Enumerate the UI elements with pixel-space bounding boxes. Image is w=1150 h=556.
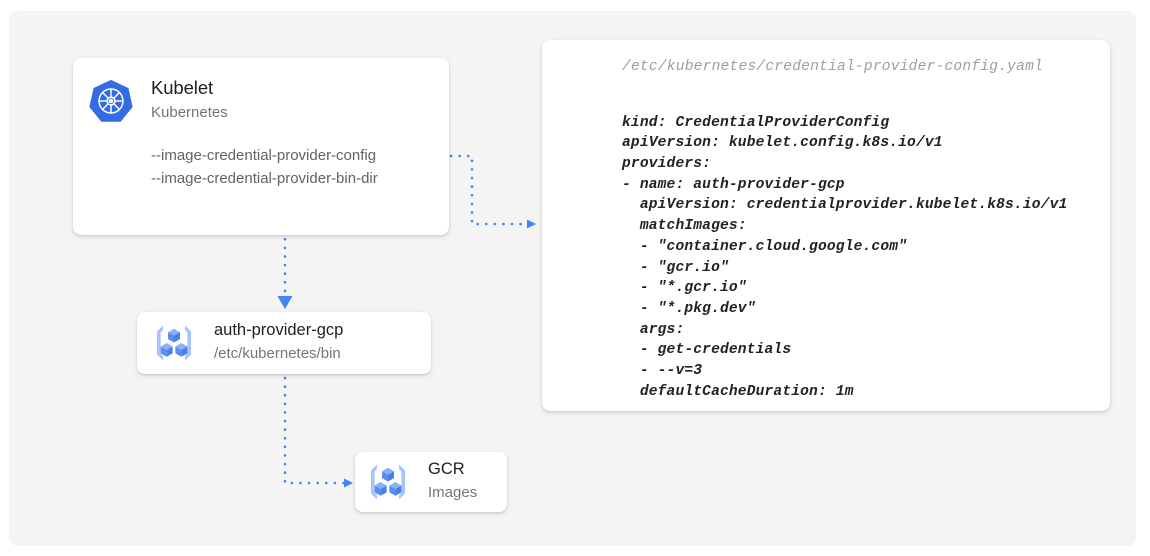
container-registry-icon [156, 325, 192, 361]
kubelet-subtitle: Kubernetes [151, 104, 228, 121]
config-file-content: kind: CredentialProviderConfig apiVersio… [622, 114, 1068, 400]
kubelet-flag-config: --image-credential-provider-config [151, 147, 377, 164]
kubernetes-logo-icon [89, 79, 133, 122]
auth-provider-subtitle: /etc/kubernetes/bin [214, 345, 341, 362]
container-registry-icon [370, 464, 406, 500]
gcr-card[interactable]: GCR Images [355, 452, 507, 512]
config-file-path: /etc/kubernetes/credential-provider-conf… [622, 59, 1044, 75]
credential-provider-config-card[interactable]: /etc/kubernetes/credential-provider-conf… [542, 40, 1110, 411]
gcr-title: GCR [428, 460, 465, 478]
auth-provider-title: auth-provider-gcp [214, 321, 344, 339]
kubelet-card[interactable]: Kubelet Kubernetes --image-credential-pr… [73, 58, 449, 235]
kubelet-flag-bin-dir: --image-credential-provider-bin-dir [151, 170, 378, 187]
gcr-subtitle: Images [428, 484, 478, 501]
auth-provider-gcp-card[interactable]: auth-provider-gcp /etc/kubernetes/bin [137, 312, 431, 374]
kubelet-title: Kubelet [151, 77, 214, 98]
